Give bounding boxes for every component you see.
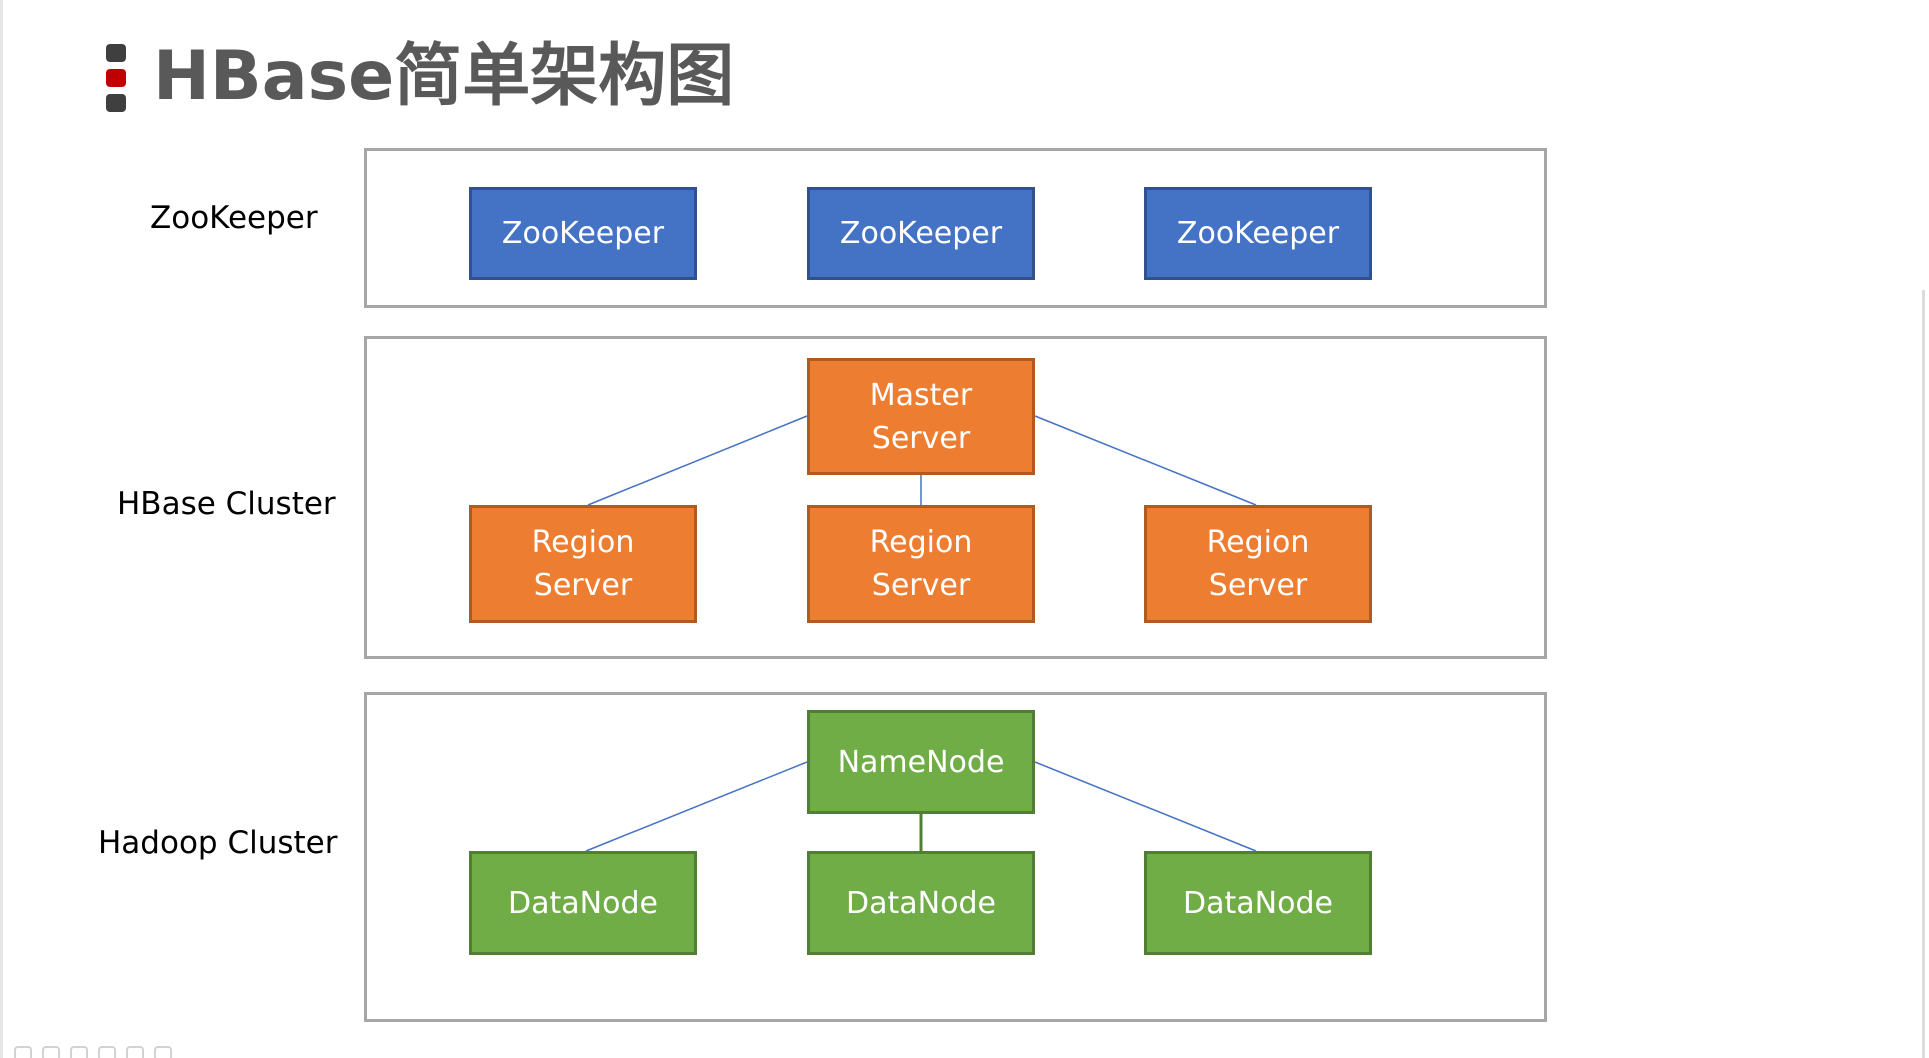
zookeeper-node[interactable]: ZooKeeper [807, 187, 1035, 280]
more-icon[interactable] [154, 1046, 172, 1058]
region-server-node[interactable]: Region Server [807, 505, 1035, 623]
window-edge-left [0, 0, 3, 1058]
datanode-node[interactable]: DataNode [807, 851, 1035, 955]
region-server-node[interactable]: Region Server [1144, 505, 1372, 623]
region-server-node[interactable]: Region Server [469, 505, 697, 623]
pen-icon[interactable] [14, 1046, 32, 1058]
zookeeper-node[interactable]: ZooKeeper [1144, 187, 1372, 280]
title-marker-icon [106, 44, 128, 112]
hadoop-layer-label: Hadoop Cluster [98, 825, 338, 861]
slide-icon[interactable] [42, 1046, 60, 1058]
zoom-icon[interactable] [98, 1046, 116, 1058]
loop-icon[interactable] [70, 1046, 88, 1058]
namenode-node[interactable]: NameNode [807, 710, 1035, 814]
datanode-node[interactable]: DataNode [1144, 851, 1372, 955]
pointer-icon[interactable] [126, 1046, 144, 1058]
hbase-layer-label: HBase Cluster [117, 486, 336, 522]
slideshow-toolbar [14, 1046, 172, 1058]
datanode-node[interactable]: DataNode [469, 851, 697, 955]
master-server-node[interactable]: Master Server [807, 358, 1035, 475]
window-edge-right [1922, 290, 1925, 1058]
zookeeper-layer-label: ZooKeeper [150, 200, 318, 236]
zookeeper-node[interactable]: ZooKeeper [469, 187, 697, 280]
page-title: HBase简单架构图 [153, 37, 735, 116]
